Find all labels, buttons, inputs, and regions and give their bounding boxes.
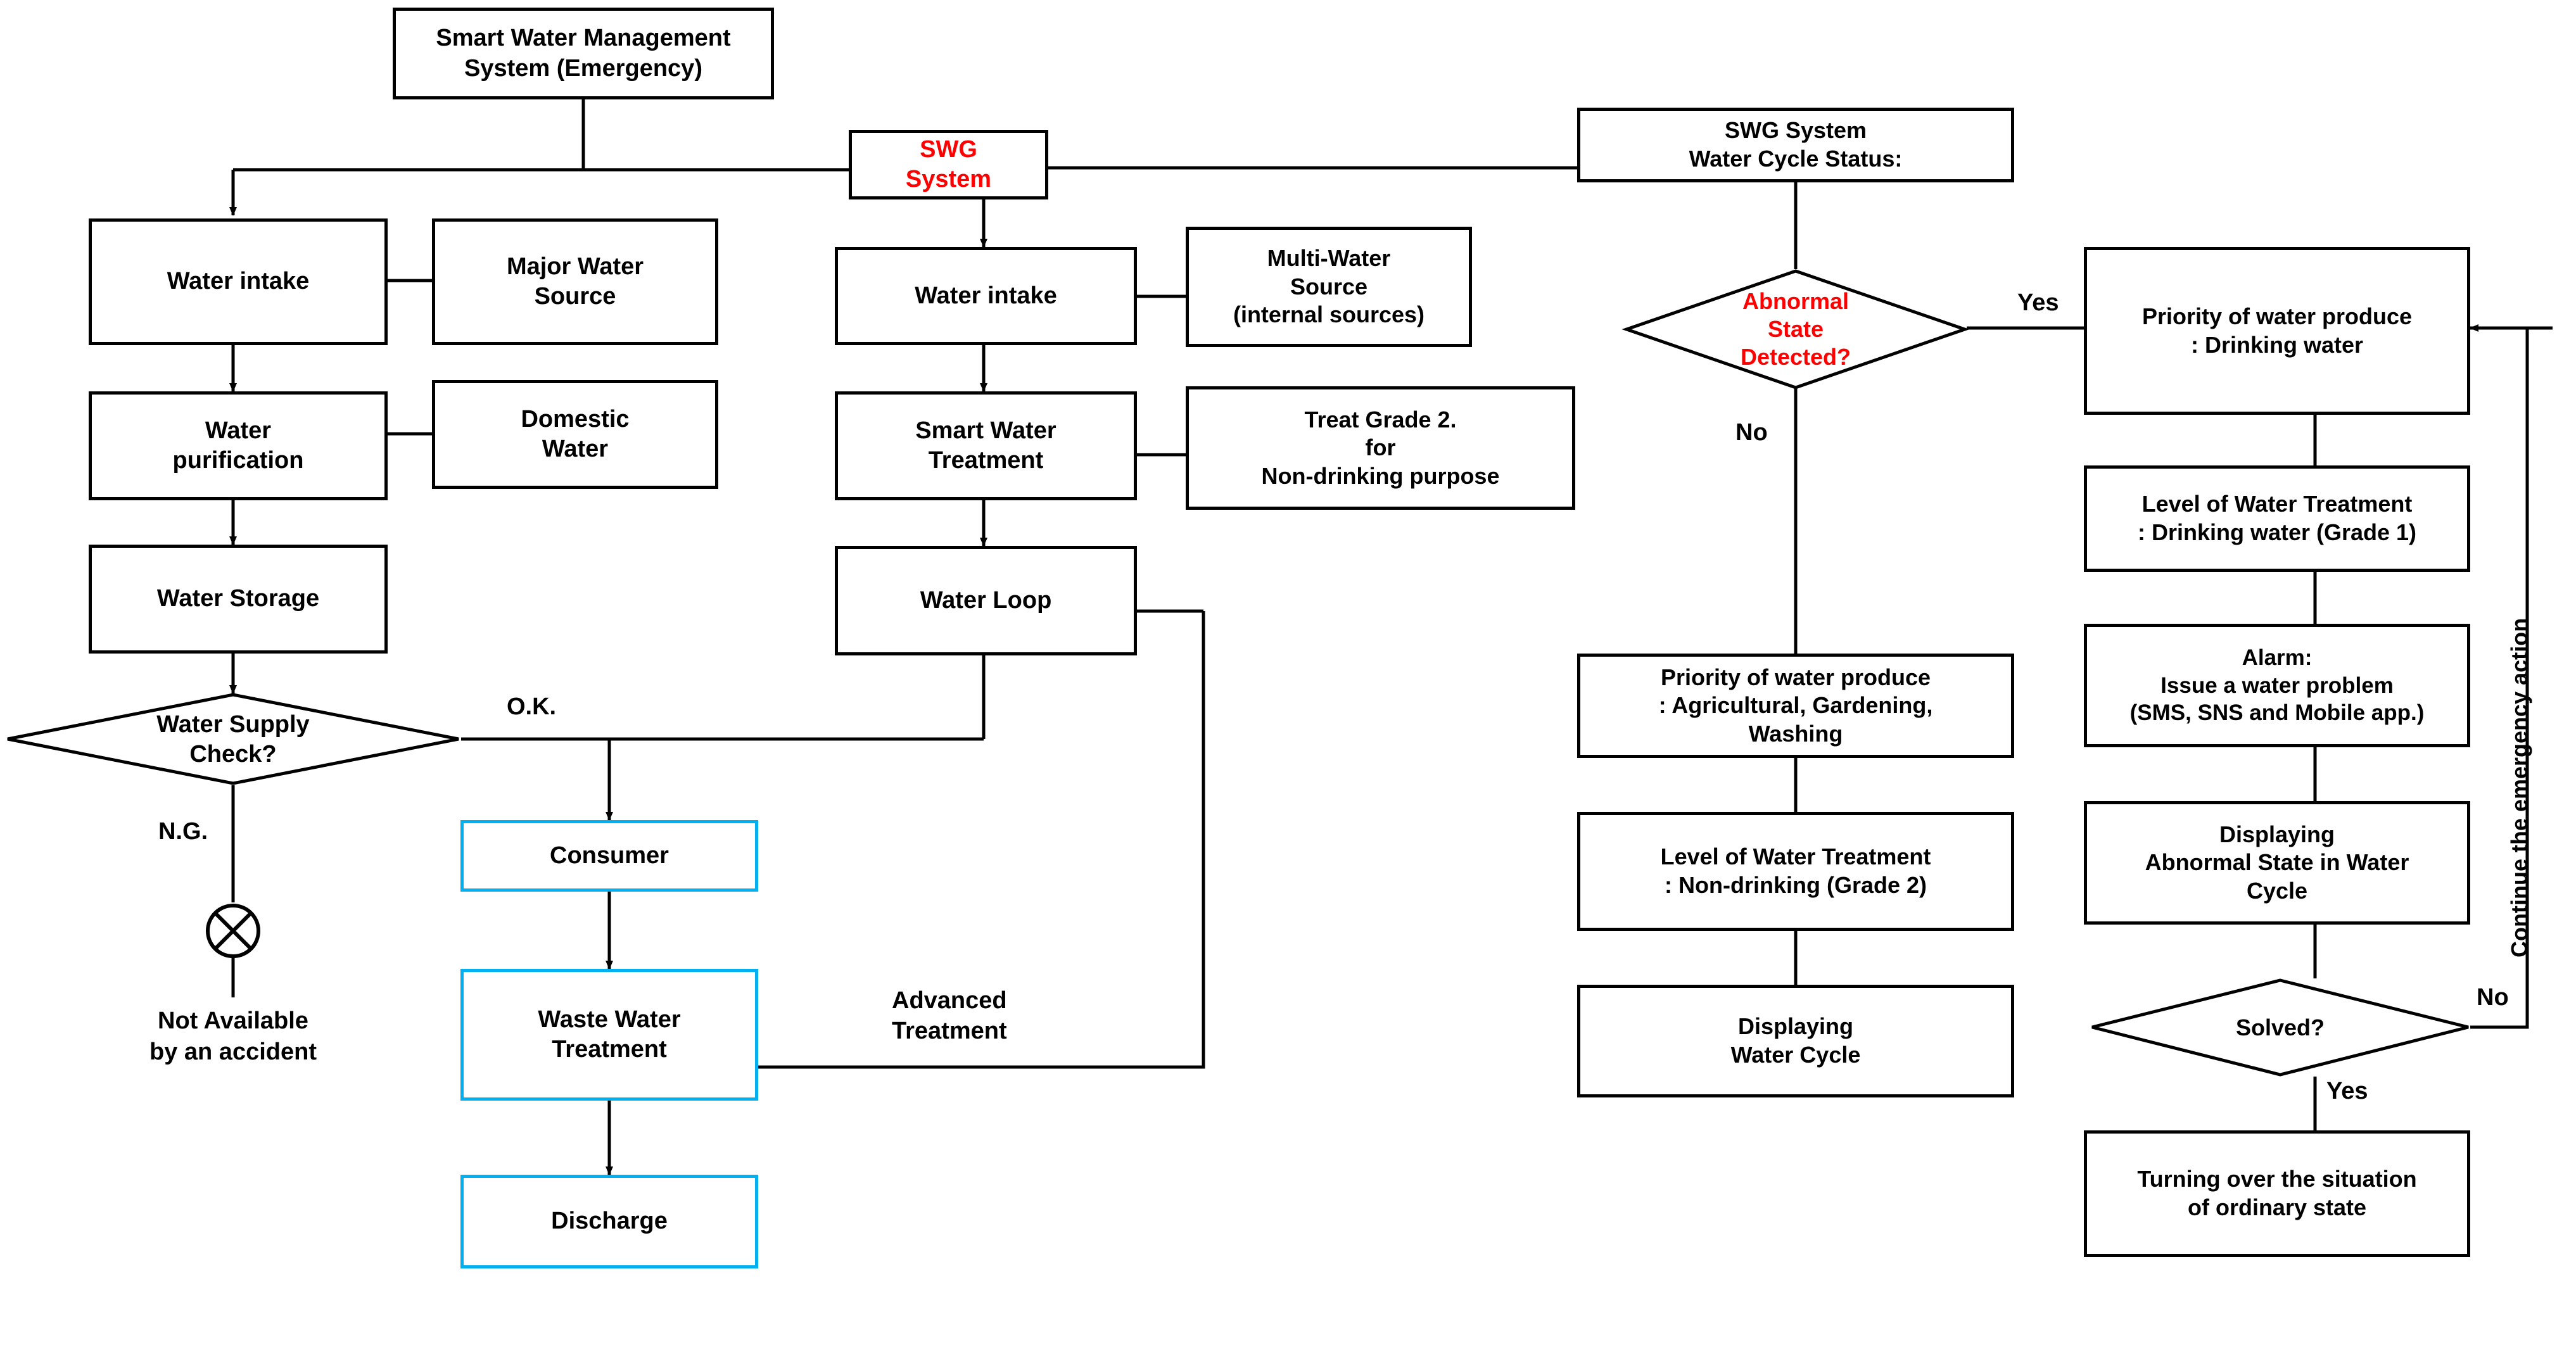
node-priority-drinking: Priority of water produce : Drinking wat… <box>2084 247 2470 415</box>
node-priority-non-drinking: Priority of water produce : Agricultural… <box>1577 654 2014 758</box>
node-treat-grade-2: Treat Grade 2. for Non-drinking purpose <box>1186 386 1575 510</box>
node-water-purification: Water purification <box>89 391 388 500</box>
edge-label-continue-emergency: Continue the emergency action <box>2506 617 2532 958</box>
node-consumer: Consumer <box>460 820 758 892</box>
node-water-loop-label: Water Loop <box>920 586 1052 614</box>
node-major-water-source: Major Water Source <box>432 218 718 345</box>
node-discharge: Discharge <box>460 1175 758 1268</box>
abnormal-state-shape <box>1621 269 1970 389</box>
node-water-loop: Water Loop <box>835 546 1137 655</box>
node-multi-water-source-label: Multi-Water Source (internal sources) <box>1233 245 1425 328</box>
water-supply-check-shape <box>7 693 459 785</box>
node-level-drinking: Level of Water Treatment : Drinking wate… <box>2084 465 2470 572</box>
node-discharge-label: Discharge <box>551 1208 668 1235</box>
node-left-water-intake: Water intake <box>89 218 388 345</box>
node-level-non-drinking: Level of Water Treatment : Non-drinking … <box>1577 812 2014 931</box>
node-consumer-label: Consumer <box>550 842 669 869</box>
node-multi-water-source: Multi-Water Source (internal sources) <box>1186 227 1472 347</box>
node-swg-system-label: SWG System <box>905 136 992 193</box>
node-turning-over: Turning over the situation of ordinary s… <box>2084 1130 2470 1257</box>
node-domestic-water-label: Domestic Water <box>521 405 630 462</box>
node-level-non-drinking-label: Level of Water Treatment : Non-drinking … <box>1660 844 1931 898</box>
node-level-drinking-label: Level of Water Treatment : Drinking wate… <box>2137 491 2417 545</box>
edge-label-solved-no: No <box>2477 984 2509 1011</box>
node-priority-drinking-label: Priority of water produce : Drinking wat… <box>2141 303 2413 358</box>
node-major-water-source-label: Major Water Source <box>506 253 644 310</box>
node-waste-water-treatment-label: Waste Water Treatment <box>538 1006 681 1063</box>
edge-label-abnormal-no: No <box>1735 419 1768 446</box>
node-displaying-abnormal-label: Displaying Abnormal State in Water Cycle <box>2145 821 2409 904</box>
node-title-box: Smart Water Management System (Emergency… <box>393 8 774 99</box>
node-alarm: Alarm: Issue a water problem (SMS, SNS a… <box>2084 624 2470 747</box>
node-priority-non-drinking-label: Priority of water produce : Agricultural… <box>1658 664 1933 747</box>
node-solved: Solved? <box>2090 978 2470 1077</box>
node-alarm-label: Alarm: Issue a water problem (SMS, SNS a… <box>2129 645 2425 726</box>
node-smart-water-treatment: Smart Water Treatment <box>835 391 1137 500</box>
edge-label-solved-yes: Yes <box>2326 1078 2368 1104</box>
node-displaying-abnormal: Displaying Abnormal State in Water Cycle <box>2084 801 2470 925</box>
node-water-storage-label: Water Storage <box>156 585 320 612</box>
node-mid-water-intake-label: Water intake <box>915 282 1057 309</box>
node-displaying-water-cycle: Displaying Water Cycle <box>1577 985 2014 1097</box>
node-left-water-intake-label: Water intake <box>167 268 310 295</box>
node-abnormal-state-detected: Abnormal State Detected? <box>1621 269 1970 389</box>
edge-label-ok: O.K. <box>507 693 557 720</box>
node-mid-water-intake: Water intake <box>835 247 1137 345</box>
node-water-supply-check: Water Supply Check? <box>5 693 461 785</box>
node-water-cycle-status: SWG System Water Cycle Status: <box>1577 108 2014 182</box>
edge-label-advanced-treatment: Advanced Treatment <box>892 987 1007 1044</box>
not-available-terminator-icon <box>205 902 262 959</box>
node-water-cycle-status-label: SWG System Water Cycle Status: <box>1689 117 1903 172</box>
node-waste-water-treatment: Waste Water Treatment <box>460 969 758 1101</box>
node-smart-water-treatment-label: Smart Water Treatment <box>915 417 1056 474</box>
edge-label-ng: N.G. <box>158 818 208 845</box>
node-water-purification-label: Water purification <box>172 417 304 474</box>
solved-shape <box>2091 978 2469 1077</box>
node-displaying-water-cycle-label: Displaying Water Cycle <box>1730 1013 1861 1068</box>
node-treat-grade-2-label: Treat Grade 2. for Non-drinking purpose <box>1261 406 1500 489</box>
node-domestic-water: Domestic Water <box>432 380 718 489</box>
not-available-annotation: Not Available by an accident <box>149 1008 317 1065</box>
node-swg-system: SWG System <box>849 130 1048 199</box>
node-water-storage: Water Storage <box>89 545 388 654</box>
node-turning-over-label: Turning over the situation of ordinary s… <box>2137 1166 2417 1220</box>
circle-x-icon <box>206 904 260 958</box>
edge-label-abnormal-yes: Yes <box>2017 289 2059 316</box>
node-title-box-label: Smart Water Management System (Emergency… <box>436 25 731 82</box>
